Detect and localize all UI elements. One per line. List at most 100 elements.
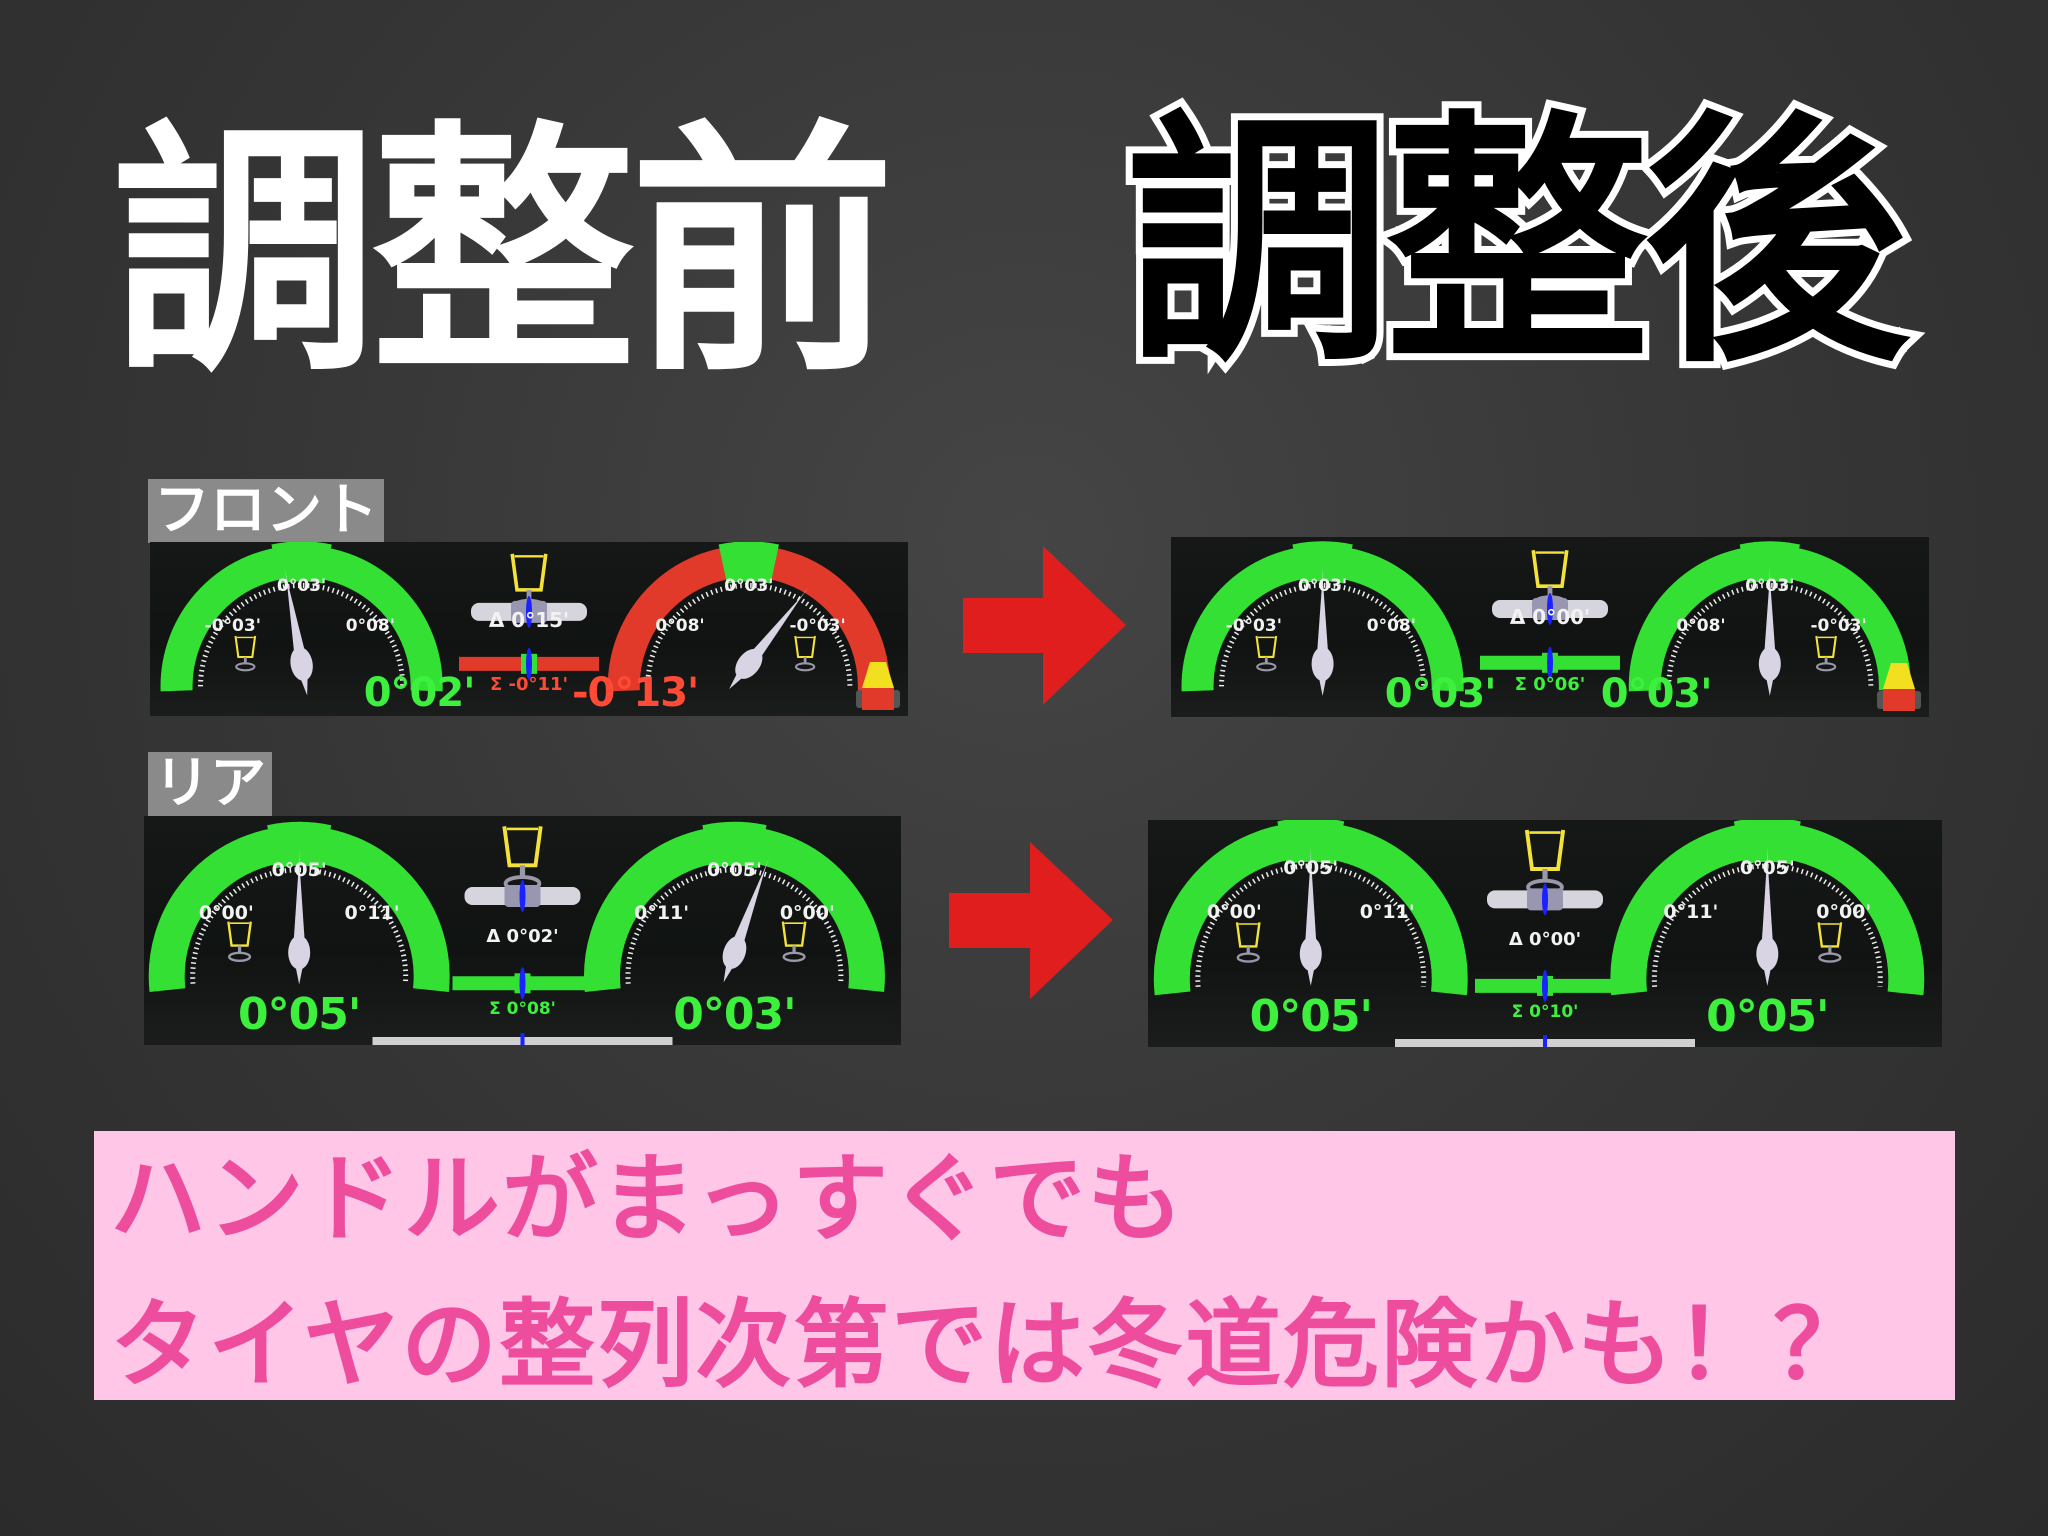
next-axle-marker	[1543, 1035, 1547, 1047]
rear-arrow-right-icon	[949, 842, 1113, 999]
needle-tail	[723, 962, 735, 983]
caption-box: ハンドルがまっすぐでも タイヤの整列次第では冬道危険かも！？	[94, 1131, 1955, 1400]
wheel-frame	[502, 826, 543, 868]
needle-tail	[1306, 965, 1315, 986]
steering-wheel	[782, 951, 806, 963]
toe-reading: 0°02'	[363, 670, 476, 716]
wheel-position-icon	[794, 635, 816, 672]
total-toe-marker	[1542, 969, 1548, 1002]
gauge-graphics	[1153, 820, 1925, 1047]
front-arrow-right-icon	[963, 546, 1126, 705]
tick-label-center: 0°05'	[271, 859, 327, 882]
caption-line-1: ハンドルがまっすぐでも	[110, 1143, 1186, 1255]
needle-hub	[290, 647, 313, 681]
toe-reading: 0°05'	[1249, 991, 1373, 1042]
toe-reading: 0°03'	[1384, 671, 1497, 717]
tick-label-center: 0°03'	[724, 576, 774, 597]
section-label-front: フロント	[148, 479, 384, 543]
toe-reading: 0°05'	[1706, 991, 1829, 1042]
axle-marker	[526, 595, 532, 628]
gauge-target-zone	[1292, 541, 1353, 584]
next-axle-marker	[520, 1033, 525, 1045]
tick-label-left: 0°08'	[1676, 616, 1726, 637]
title-before-adjustment: 調整前	[112, 100, 895, 408]
gauge-needle	[722, 855, 770, 983]
delta-toe-value: Δ 0°00'	[1508, 928, 1582, 950]
wheel-frame	[234, 635, 257, 659]
gauge-needle	[1758, 566, 1781, 696]
wheel-frame	[1531, 549, 1569, 588]
tick-label-right: 0°00'	[779, 901, 835, 924]
tick-label-left: 0°00'	[1206, 901, 1262, 924]
total-toe-marker	[526, 647, 532, 680]
needle-tail	[295, 964, 304, 985]
needle-tail	[1765, 675, 1774, 696]
toe-reading: 0°05'	[238, 989, 361, 1040]
steering-wheel	[227, 951, 252, 963]
needle-body	[286, 577, 307, 662]
wheel-frame	[1524, 829, 1566, 871]
total-toe-value: Σ -0°11'	[489, 674, 569, 696]
wheel-frame	[510, 553, 548, 592]
wheel-frame	[1815, 635, 1837, 659]
needle-tail	[729, 670, 745, 690]
tick-label-right: -0°03'	[789, 616, 846, 637]
tick-label-left: -0°03'	[204, 616, 261, 637]
delta-toe-value: Δ 0°00'	[1509, 605, 1591, 630]
axle-marker	[1547, 593, 1553, 625]
gauge-target-zone	[718, 542, 779, 584]
tick-label-left: 0°08'	[655, 616, 705, 637]
wheel-frame	[781, 921, 807, 947]
wheel-frame	[1817, 922, 1843, 948]
gauge-needle	[284, 567, 313, 696]
tick-label-right: -0°03'	[1810, 616, 1867, 637]
wheel-position-icon	[234, 635, 257, 672]
tick-label-center: 0°05'	[706, 859, 762, 882]
gauge-needle	[1311, 566, 1334, 696]
tick-label-right: 0°08'	[345, 616, 395, 637]
steering-wheel	[1818, 952, 1842, 963]
gauge-target-zone	[1733, 820, 1801, 865]
needle-hub	[735, 648, 763, 679]
tick-label-center: 0°05'	[1283, 856, 1339, 879]
gauge-target-zone	[1277, 820, 1345, 865]
needle-body	[1763, 576, 1776, 660]
tick-label-right: 0°00'	[1816, 901, 1872, 924]
wheel-position-icon	[1235, 922, 1261, 963]
vehicle-icon	[856, 662, 900, 710]
needle-body	[746, 594, 803, 665]
car-front	[862, 662, 894, 688]
delta-toe-value: Δ 0°02'	[486, 925, 559, 947]
wheel-frame	[1235, 922, 1261, 948]
needle-body	[730, 864, 767, 951]
needle-body	[1316, 576, 1329, 660]
total-toe-value: Σ 0°06'	[1514, 673, 1586, 695]
wheel-position-icon	[781, 921, 807, 963]
car-rear	[1883, 689, 1915, 711]
steering-wheel	[1815, 662, 1837, 672]
needle-hub	[1756, 936, 1779, 971]
total-toe-marker	[1547, 646, 1553, 679]
tick-label-center: 0°03'	[1745, 576, 1795, 597]
total-toe-value: Σ 0°08'	[489, 999, 556, 1020]
caption-line-2: タイヤの整列次第では冬道危険かも！？	[110, 1289, 1872, 1401]
delta-toe-value: Δ 0°15'	[488, 608, 570, 633]
axle-marker	[1542, 883, 1548, 916]
front-after-alignment-panel: -0°03'0°03'0°08'0°03'0°08'0°03'-0°03'0°0…	[1171, 537, 1929, 717]
tick-label-center: 0°03'	[1297, 576, 1348, 597]
needle-tail	[1318, 675, 1327, 696]
section-label-rear: リア	[148, 752, 272, 816]
gauge-graphics	[1181, 541, 1921, 711]
car-front	[1883, 663, 1915, 689]
toe-reading: -0°13'	[571, 670, 699, 716]
tick-label-right: 0°11'	[1359, 901, 1415, 924]
needle-tail	[299, 675, 308, 696]
needle-body	[293, 859, 306, 949]
vehicle-icon	[1877, 663, 1921, 711]
gauge-needle	[1299, 845, 1322, 986]
wheel-position-icon	[1255, 635, 1278, 672]
gauge-graphics	[160, 542, 900, 710]
wheel-position-icon	[227, 921, 252, 963]
title-after-adjustment: 調整後	[1119, 90, 1916, 398]
total-toe-marker	[519, 967, 526, 1000]
